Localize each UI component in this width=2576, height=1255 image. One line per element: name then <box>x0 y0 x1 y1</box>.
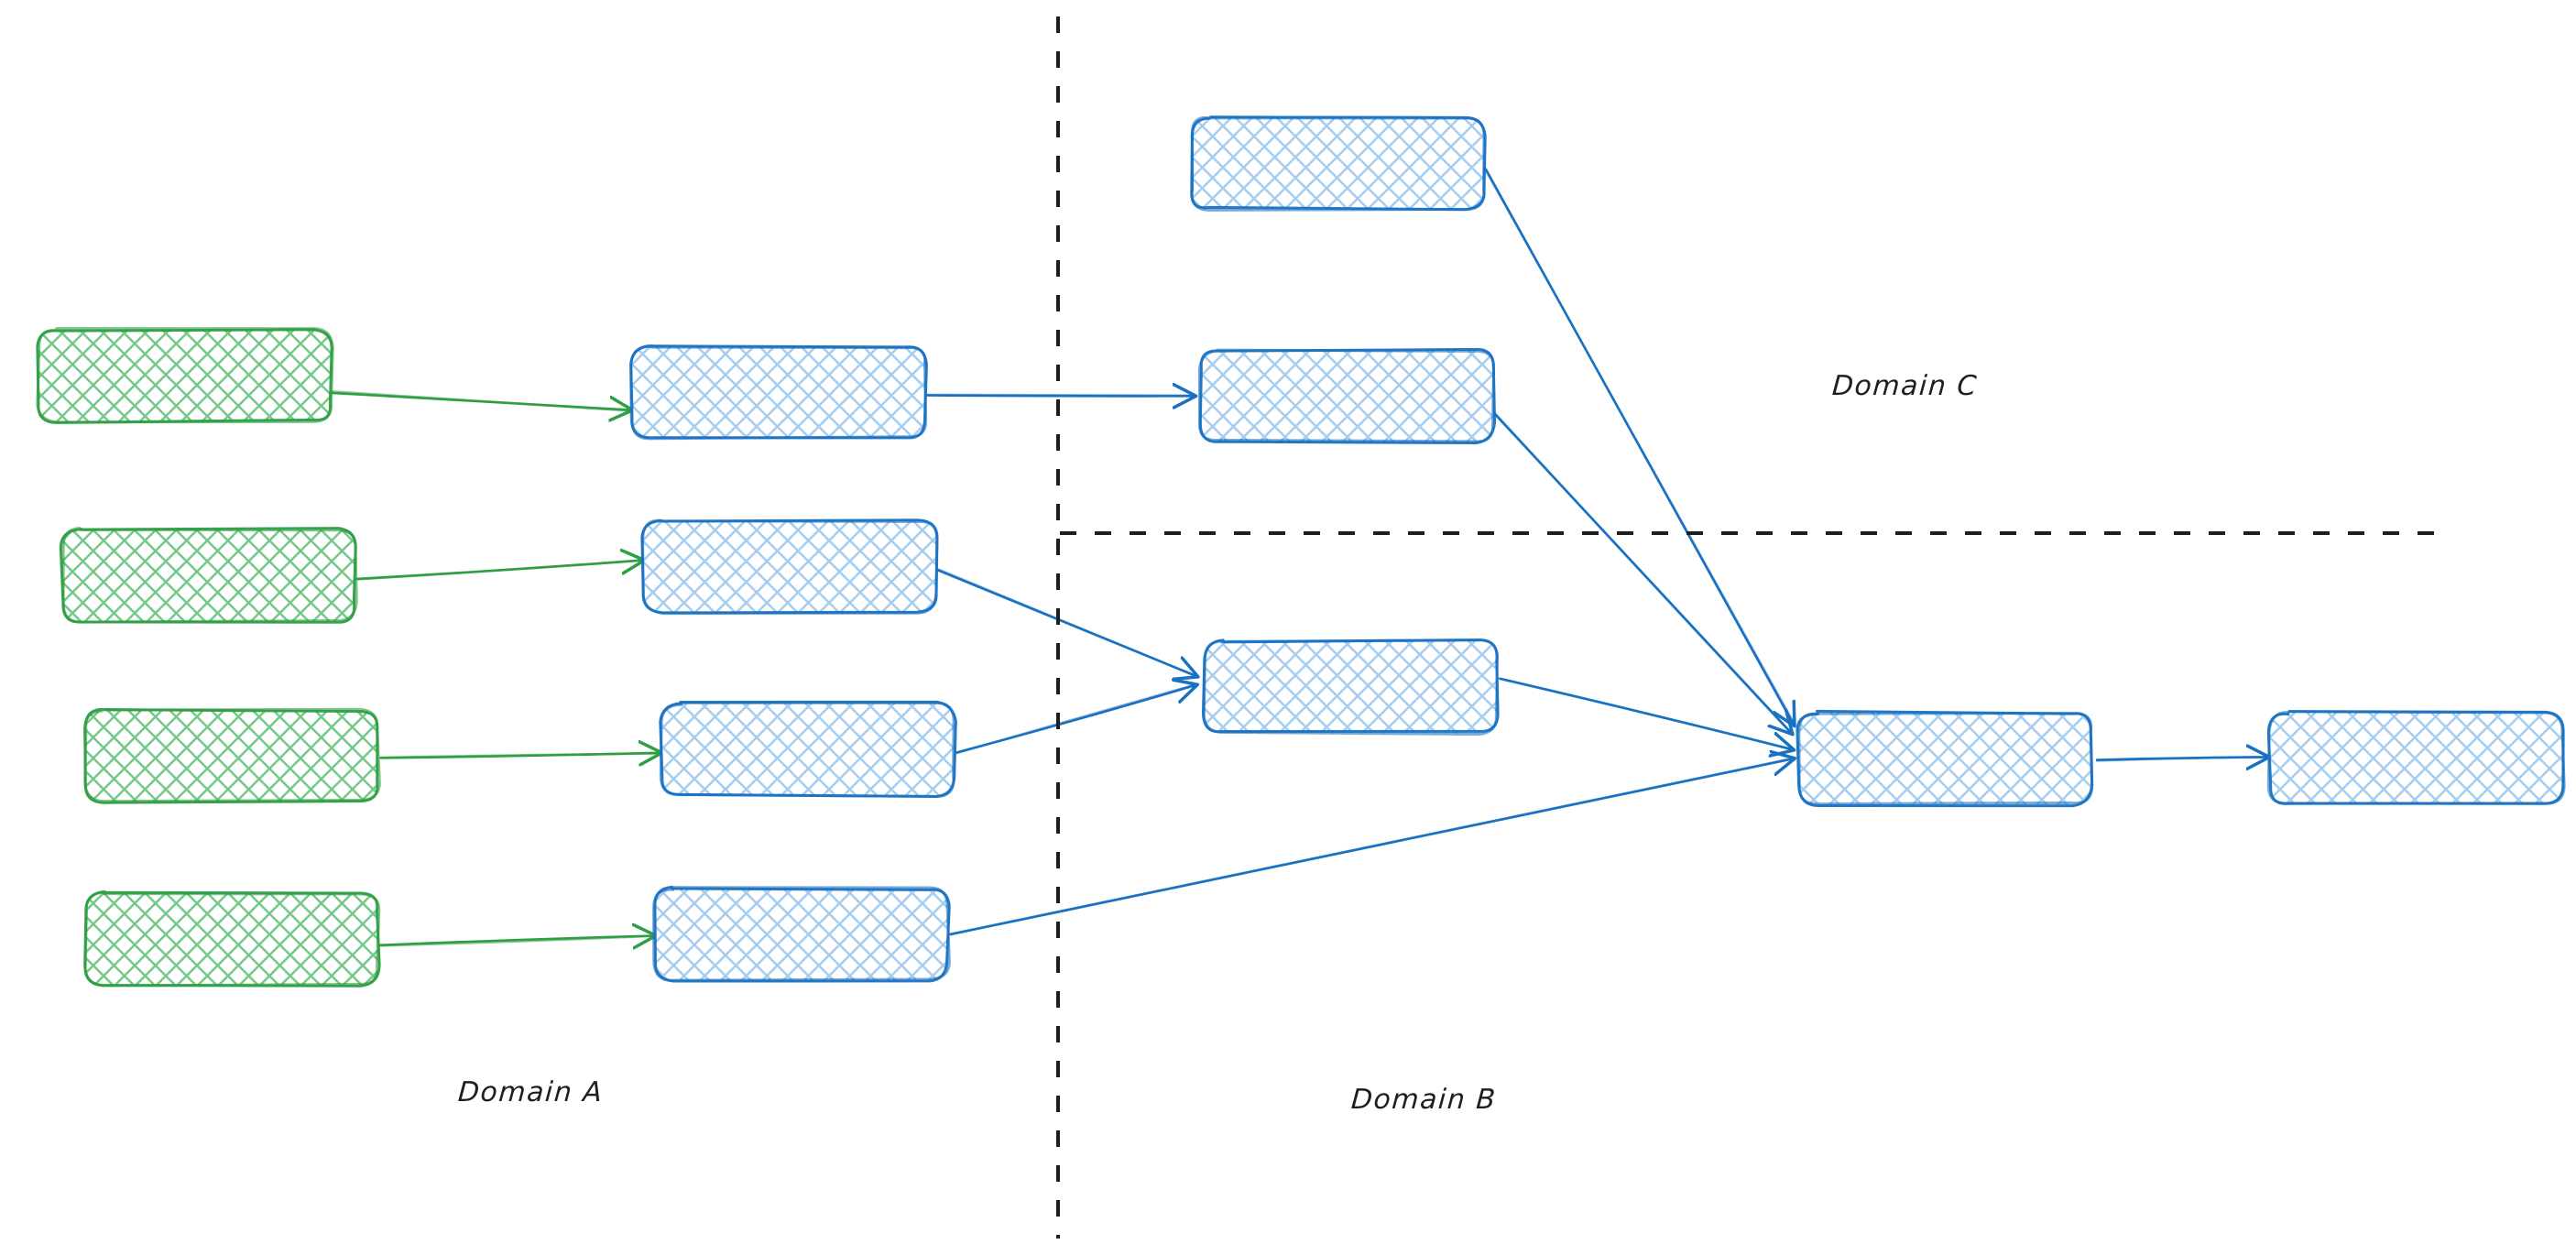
node-b4[interactable] <box>652 885 951 983</box>
edge-b1-c2-stroke <box>926 393 1195 398</box>
node-c3-fill <box>1204 640 1499 734</box>
edge-c3-d1-stroke <box>1498 677 1794 751</box>
node-a2-outline <box>61 526 358 624</box>
edge-b4-d1-stroke <box>948 757 1794 936</box>
node-c3[interactable] <box>1201 638 1500 737</box>
edge-c3-d1[interactable] <box>1498 677 1794 751</box>
node-d1-fill <box>1797 712 2092 804</box>
node-a4[interactable] <box>83 889 381 988</box>
node-d1[interactable] <box>1796 709 2094 808</box>
node-d2-outline <box>2266 710 2566 805</box>
edge-a4-b4-stroke <box>379 934 655 947</box>
edge-a2-b2[interactable] <box>355 559 643 581</box>
edge-c2-d1-stroke <box>1493 412 1792 735</box>
node-b2-fill <box>642 519 937 613</box>
node-c2-fill <box>1199 349 1493 442</box>
edge-b3-c3[interactable] <box>954 683 1196 755</box>
node-a1[interactable] <box>36 327 334 424</box>
node-b3[interactable] <box>659 700 957 798</box>
edge-a3-b3-stroke <box>379 752 660 759</box>
edge-c2-d1[interactable] <box>1492 411 1792 735</box>
edge-d1-d2-stroke <box>2095 756 2268 762</box>
node-b1-outline <box>628 344 928 441</box>
edge-b3-c3-stroke <box>955 683 1196 755</box>
node-b3-outline <box>659 701 955 798</box>
node-a4-fill <box>84 892 379 986</box>
node-d1-outline <box>1797 712 2094 806</box>
edge-c1-d1-stroke <box>1484 168 1796 726</box>
node-a1-fill <box>38 329 332 422</box>
node-a4-outline <box>83 889 381 988</box>
node-d2-fill <box>2269 712 2564 805</box>
node-c2[interactable] <box>1197 347 1497 444</box>
node-a3[interactable] <box>83 707 381 804</box>
node-b3-fill <box>660 703 955 796</box>
edge-a4-b4[interactable] <box>377 934 655 947</box>
edges-layer <box>330 168 2268 947</box>
node-b2-outline <box>641 518 939 616</box>
node-c1-outline <box>1189 115 1486 212</box>
edge-b4-d1[interactable] <box>948 757 1794 936</box>
node-b1-fill <box>631 345 925 439</box>
node-c1-fill <box>1190 116 1485 210</box>
label-domain-c: Domain C <box>1830 370 1980 402</box>
label-domain-a: Domain A <box>456 1076 605 1108</box>
edge-a2-b2-stroke <box>355 559 643 581</box>
edge-a3-b3[interactable] <box>379 752 660 759</box>
edge-c1-d1[interactable] <box>1484 168 1796 726</box>
edge-a1-b1-stroke <box>330 389 632 412</box>
node-c1[interactable] <box>1189 115 1487 212</box>
node-c3-outline <box>1202 638 1500 737</box>
node-a2-fill <box>61 529 356 622</box>
node-d2[interactable] <box>2266 710 2566 805</box>
node-a3-fill <box>85 709 378 802</box>
node-b4-fill <box>654 888 948 981</box>
node-a2[interactable] <box>59 526 358 624</box>
node-b2[interactable] <box>640 518 939 616</box>
dividers-layer <box>1056 16 2448 1239</box>
edge-b2-c3-stroke <box>936 567 1196 677</box>
node-a3-outline <box>83 707 381 803</box>
edge-b2-c3[interactable] <box>936 567 1196 677</box>
node-a1-outline <box>36 327 334 424</box>
node-b4-outline <box>652 886 951 982</box>
nodes-layer <box>36 115 2566 988</box>
edge-d1-d2[interactable] <box>2095 756 2268 762</box>
edge-a1-b1[interactable] <box>330 389 632 412</box>
label-domain-b: Domain B <box>1349 1084 1498 1116</box>
node-b1[interactable] <box>628 344 928 441</box>
node-c2-outline <box>1197 348 1496 443</box>
edge-b1-c2[interactable] <box>924 393 1195 398</box>
